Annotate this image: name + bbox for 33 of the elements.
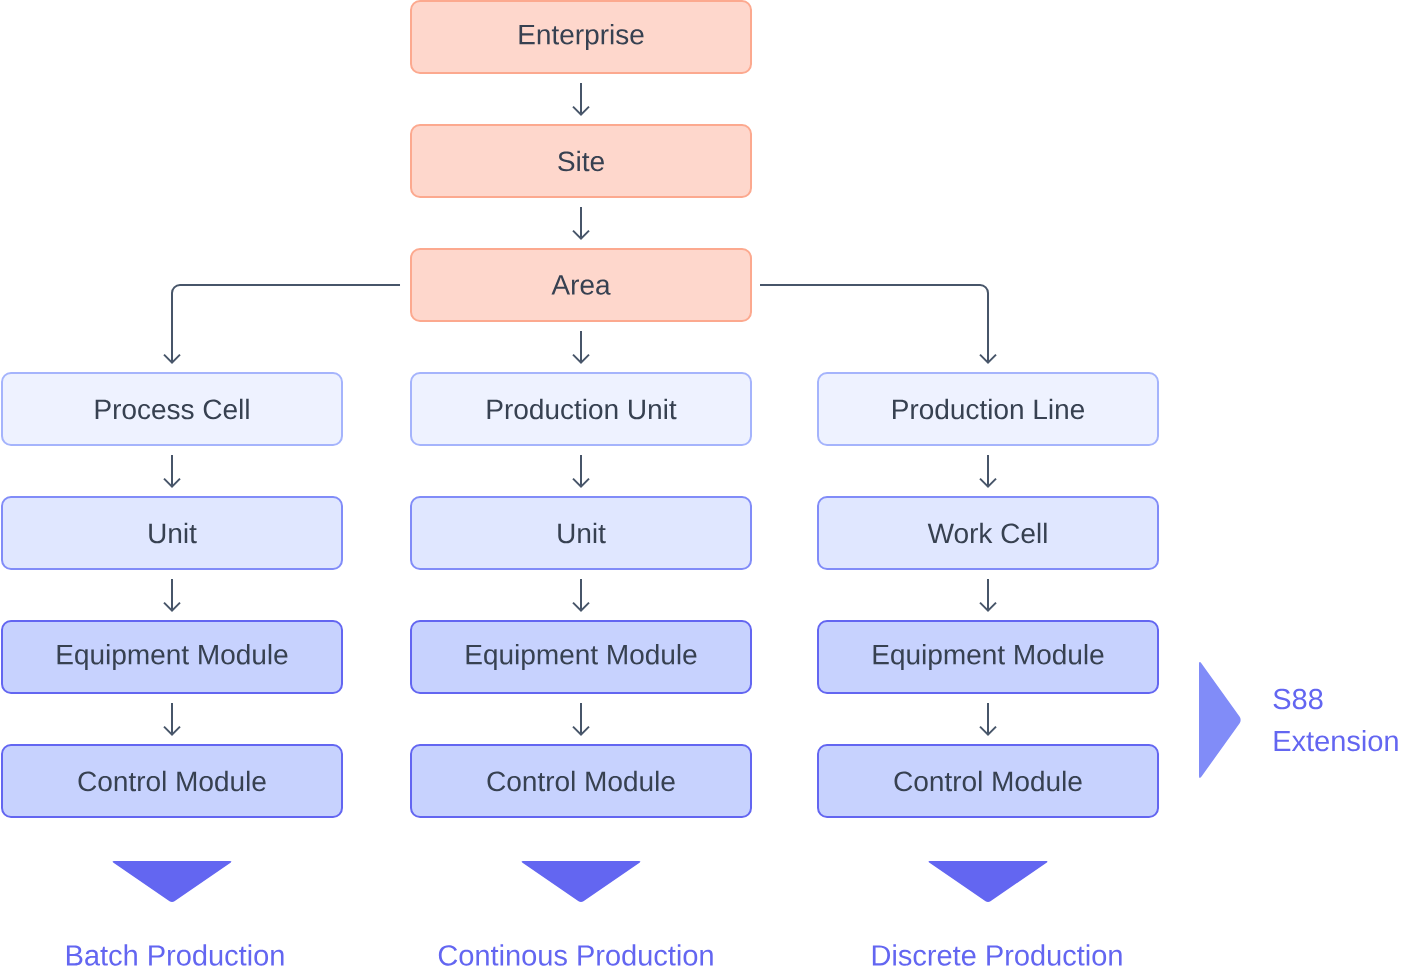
process-box: Site bbox=[410, 124, 752, 198]
arrow bbox=[163, 284, 401, 364]
arrow bbox=[572, 702, 590, 736]
arrow bbox=[163, 578, 181, 612]
arrow bbox=[572, 330, 590, 364]
arrow bbox=[572, 82, 590, 116]
arrow bbox=[759, 284, 997, 364]
production-label: Batch Production bbox=[66, 944, 284, 966]
process-box: Equipment Module bbox=[410, 620, 752, 694]
arrow bbox=[979, 578, 997, 612]
arrow bbox=[572, 454, 590, 488]
process-box: Process Cell bbox=[1, 372, 343, 446]
process-box: Area bbox=[410, 248, 752, 322]
arrow bbox=[979, 702, 997, 736]
process-box: Production Line bbox=[817, 372, 1159, 446]
process-box: Control Module bbox=[1, 744, 343, 818]
process-box: Equipment Module bbox=[1, 620, 343, 694]
process-box: Production Unit bbox=[410, 372, 752, 446]
process-box: Equipment Module bbox=[817, 620, 1159, 694]
arrow bbox=[163, 702, 181, 736]
production-label: Discrete Production bbox=[872, 944, 1122, 966]
process-box: Work Cell bbox=[817, 496, 1159, 570]
process-box: Unit bbox=[1, 496, 343, 570]
arrow bbox=[572, 578, 590, 612]
process-box: Control Module bbox=[410, 744, 752, 818]
production-label: Continous Production bbox=[438, 944, 713, 966]
process-box: Enterprise bbox=[410, 0, 752, 74]
process-box: Unit bbox=[410, 496, 752, 570]
process-box: Control Module bbox=[817, 744, 1159, 818]
arrow bbox=[163, 454, 181, 488]
side-label: S88 Extension bbox=[1273, 688, 1398, 752]
arrow bbox=[979, 454, 997, 488]
arrow bbox=[572, 206, 590, 240]
